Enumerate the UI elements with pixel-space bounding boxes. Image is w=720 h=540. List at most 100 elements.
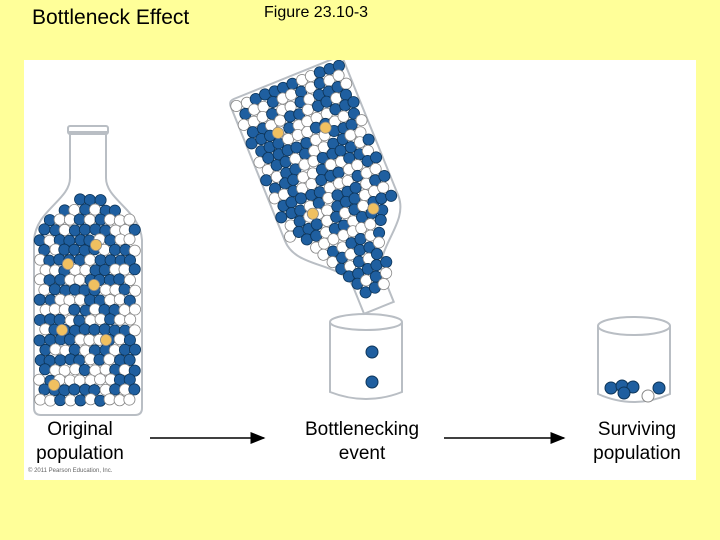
marble-blue bbox=[58, 243, 71, 256]
bottleneck-cup bbox=[329, 313, 403, 400]
marble-yellow bbox=[319, 121, 332, 134]
marble-blue bbox=[54, 394, 67, 407]
marble-blue bbox=[123, 353, 136, 366]
marble-blue bbox=[385, 189, 398, 202]
surviving-cup bbox=[597, 316, 671, 403]
copyright-notice: © 2011 Pearson Education, Inc. bbox=[28, 468, 113, 474]
marble-blue bbox=[48, 283, 61, 296]
original-population-marbles bbox=[33, 193, 142, 407]
marble-white bbox=[83, 333, 96, 346]
marble-white bbox=[113, 293, 126, 306]
marble-yellow bbox=[62, 257, 75, 270]
marble-white bbox=[79, 264, 92, 277]
label-surviving-population: Surviving population bbox=[593, 419, 681, 464]
marble-blue bbox=[604, 381, 618, 395]
marble-blue bbox=[378, 170, 391, 183]
label-original-population: Original population bbox=[36, 419, 124, 464]
marble-blue bbox=[129, 343, 142, 356]
marble-white bbox=[74, 293, 87, 306]
marble-white bbox=[332, 69, 345, 82]
marble-white bbox=[355, 114, 368, 127]
marble-blue bbox=[123, 373, 136, 386]
marble-blue bbox=[98, 263, 111, 276]
marble-blue bbox=[88, 323, 101, 336]
marble-blue bbox=[128, 223, 141, 236]
marble-white bbox=[123, 393, 136, 406]
marble-blue bbox=[118, 343, 131, 356]
marble-blue bbox=[94, 194, 107, 207]
marble-blue bbox=[39, 343, 52, 356]
original-bottle bbox=[33, 125, 143, 416]
marble-white bbox=[103, 393, 116, 406]
marble-white bbox=[53, 213, 66, 226]
marble-yellow bbox=[88, 278, 101, 291]
marble-blue bbox=[128, 383, 141, 396]
marble-white bbox=[641, 389, 655, 403]
marble-white bbox=[113, 313, 126, 326]
figure-panel: Original population Bottlenecking event … bbox=[24, 60, 696, 480]
marble-white bbox=[124, 313, 137, 326]
marble-white bbox=[34, 393, 47, 406]
marble-white bbox=[94, 373, 107, 386]
marble-yellow bbox=[272, 126, 285, 139]
marble-blue bbox=[73, 213, 86, 226]
marble-blue bbox=[108, 243, 121, 256]
marble-white bbox=[369, 162, 382, 175]
marble-white bbox=[44, 394, 57, 407]
pouring-marbles bbox=[230, 60, 398, 299]
marble-blue bbox=[370, 247, 383, 260]
marble-blue bbox=[74, 394, 87, 407]
marble-white bbox=[372, 236, 385, 249]
marble-blue bbox=[374, 213, 387, 226]
marble-white bbox=[58, 223, 71, 236]
marble-blue bbox=[362, 133, 375, 146]
marble-yellow bbox=[47, 378, 60, 391]
marble-white bbox=[377, 181, 390, 194]
marble-white bbox=[128, 303, 141, 316]
marble-yellow bbox=[56, 323, 69, 336]
marble-blue bbox=[63, 333, 76, 346]
marble-white bbox=[123, 213, 136, 226]
marble-blue bbox=[652, 381, 666, 395]
marble-blue bbox=[53, 313, 66, 326]
marble-blue bbox=[128, 263, 141, 276]
marble-white bbox=[123, 233, 136, 246]
marble-blue bbox=[98, 323, 111, 336]
label-bottlenecking-event: Bottlenecking event bbox=[304, 419, 420, 464]
marble-white bbox=[103, 213, 116, 226]
marble-blue bbox=[33, 293, 46, 306]
marble-blue bbox=[54, 354, 67, 367]
marble-blue bbox=[113, 273, 126, 286]
marble-blue bbox=[68, 383, 81, 396]
marble-blue bbox=[38, 223, 51, 236]
marble-yellow bbox=[306, 207, 319, 220]
marble-blue bbox=[347, 96, 360, 109]
marble-white bbox=[129, 284, 142, 297]
marble-white bbox=[113, 333, 126, 346]
marble-blue bbox=[370, 151, 383, 164]
marble-white bbox=[84, 253, 97, 266]
marble-blue bbox=[78, 223, 91, 236]
marble-blue bbox=[365, 375, 379, 389]
marble-blue bbox=[68, 303, 81, 316]
marble-white bbox=[88, 203, 101, 216]
marble-white bbox=[73, 273, 86, 286]
slide-title: Bottleneck Effect bbox=[32, 6, 190, 29]
marble-blue bbox=[626, 380, 640, 394]
marble-white bbox=[128, 244, 141, 257]
marble-blue bbox=[78, 364, 91, 377]
marble-yellow bbox=[100, 333, 113, 346]
marble-white bbox=[128, 324, 141, 337]
tilted-bottle bbox=[229, 60, 402, 316]
marble-white bbox=[118, 263, 131, 276]
marble-white bbox=[103, 353, 116, 366]
marble-blue bbox=[38, 363, 51, 376]
marble-yellow bbox=[90, 238, 103, 251]
marble-blue bbox=[123, 334, 136, 347]
marble-blue bbox=[365, 345, 379, 359]
marble-white bbox=[377, 278, 390, 291]
marble-white bbox=[123, 274, 136, 287]
marble-white bbox=[49, 343, 62, 356]
marble-blue bbox=[118, 283, 131, 296]
marble-yellow bbox=[367, 202, 380, 215]
